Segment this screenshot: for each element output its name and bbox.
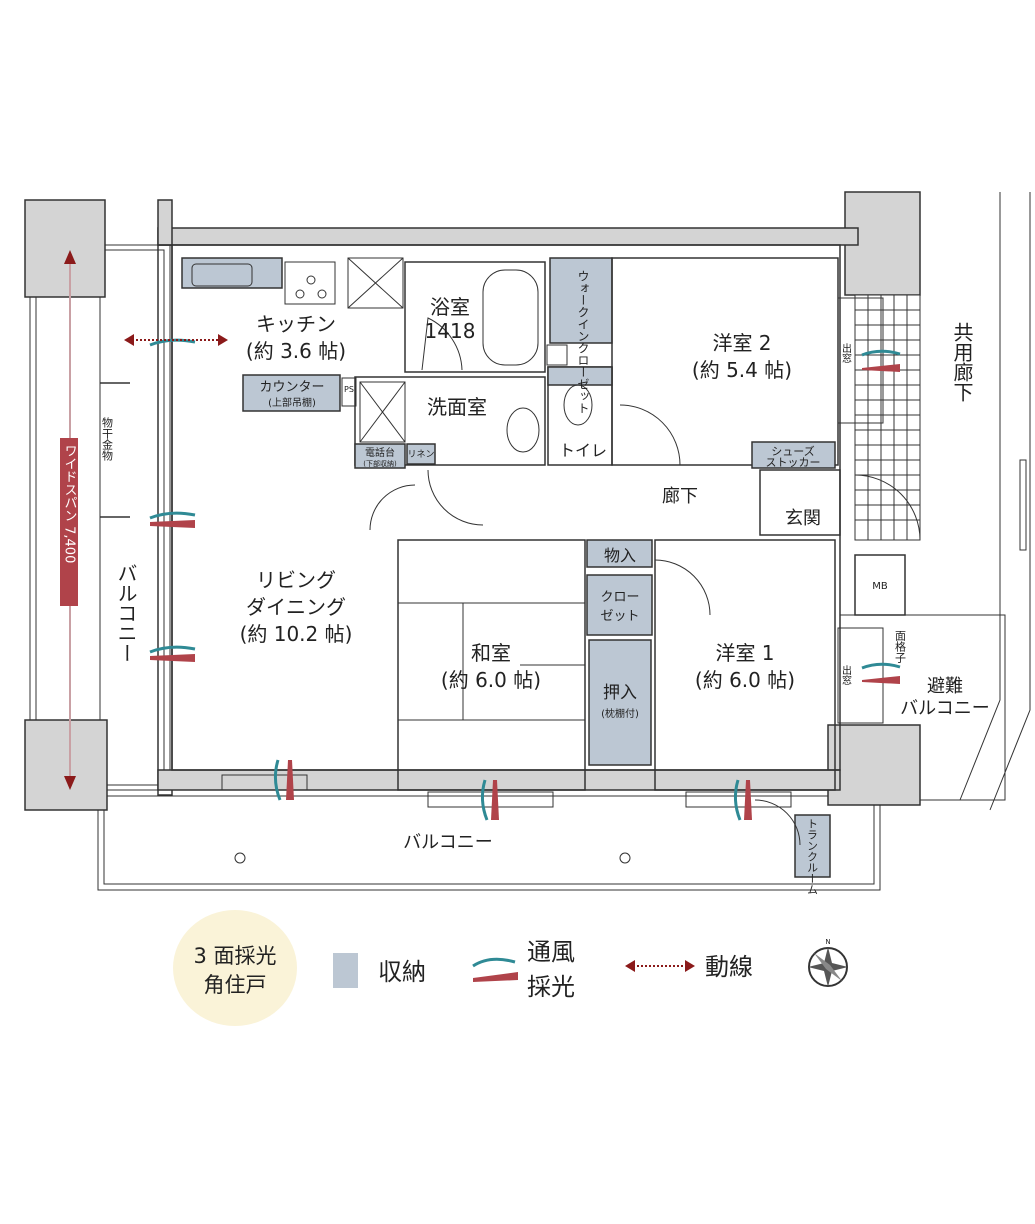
western2-size: (約 5.4 帖) bbox=[692, 358, 792, 382]
western2-label: 洋室 2 bbox=[712, 331, 771, 355]
left-balcony bbox=[29, 244, 171, 791]
closet-label-1: クロー bbox=[600, 590, 639, 605]
windows bbox=[221, 297, 884, 808]
counter-label: カウンター bbox=[259, 380, 324, 395]
legend: 3 面採光 角住戸 収納 通風 採光 動線 N bbox=[173, 910, 848, 1026]
counter-sub: (上部吊棚) bbox=[268, 396, 316, 409]
living-size: (約 10.2 帖) bbox=[240, 622, 353, 646]
wide-span-label: ワイドスパン 7,400 bbox=[62, 444, 78, 563]
storage bbox=[586, 539, 653, 568]
phone-stand-label: 電話台 bbox=[365, 446, 395, 459]
closet-label-2: ゼット bbox=[600, 609, 639, 624]
entrance-label: 玄関 bbox=[785, 508, 821, 529]
bottom-balcony-label: バルコニー bbox=[403, 832, 493, 853]
linen-label: リネン bbox=[407, 449, 434, 460]
lattice-label: 面格子 bbox=[894, 630, 907, 663]
phone-stand-sub: (下部収納) bbox=[363, 459, 397, 468]
storage-swatch bbox=[333, 953, 358, 988]
shoe-stocker bbox=[751, 441, 836, 469]
entrance-tiles bbox=[854, 294, 921, 541]
flow-arrow bbox=[124, 334, 228, 346]
wind-light-markers bbox=[149, 338, 901, 821]
oshiire-label: 押入 bbox=[603, 683, 637, 703]
hallway-label: 廊下 bbox=[662, 486, 698, 507]
legend-flow: 動線 bbox=[705, 953, 753, 981]
bay-window-label-1: 出窓 bbox=[840, 664, 852, 685]
trunk-room-label: トランクルーム bbox=[806, 818, 819, 895]
wind-icon bbox=[472, 957, 516, 968]
evac-balcony-label-1: 避難 bbox=[927, 676, 963, 697]
shoe-stocker-label-1: シューズ bbox=[771, 444, 814, 458]
column bbox=[24, 199, 106, 298]
living-label-2: ダイニング bbox=[246, 595, 346, 619]
badge-line-2: 角住戸 bbox=[204, 973, 267, 997]
ps-label: PS bbox=[344, 385, 354, 394]
bath-size: 1418 bbox=[425, 319, 476, 343]
kitchen-label: キッチン bbox=[256, 312, 336, 336]
living-label-1: リビング bbox=[256, 568, 336, 592]
kitchen-size: (約 3.6 帖) bbox=[246, 339, 346, 363]
legend-storage: 収納 bbox=[378, 958, 426, 986]
walk-in-closet bbox=[546, 257, 613, 366]
shared-corridor-label: 共用廊下 bbox=[950, 322, 974, 402]
western1-label: 洋室 1 bbox=[715, 641, 774, 665]
shared-corridor-lines bbox=[839, 192, 1031, 811]
toilet-label: トイレ bbox=[559, 441, 607, 460]
column bbox=[24, 719, 108, 811]
bath-label: 浴室 bbox=[430, 295, 470, 319]
bay-window-label-2: 出窓 bbox=[840, 342, 852, 363]
washitsu-label: 和室 bbox=[471, 641, 511, 665]
wide-span-indicator: ワイドスパン 7,400 bbox=[60, 250, 78, 790]
svg-text:N: N bbox=[825, 938, 830, 946]
badge-line-1: 3 面採光 bbox=[193, 944, 276, 968]
top-wall bbox=[157, 227, 859, 246]
doors bbox=[369, 404, 921, 846]
compass-icon: N bbox=[808, 938, 848, 987]
kitchen bbox=[181, 257, 404, 412]
washroom bbox=[354, 376, 546, 469]
storage-label: 物入 bbox=[604, 546, 636, 565]
legend-wind: 通風 bbox=[527, 938, 575, 966]
legend-light: 採光 bbox=[527, 973, 575, 1001]
shoe-stocker-label-2: ストッカー bbox=[766, 456, 821, 469]
walkin-closet-label: ウォークインクローゼット bbox=[576, 270, 590, 414]
evac-balcony-label-2: バルコニー bbox=[900, 698, 990, 719]
light-icon bbox=[473, 972, 518, 982]
oshiire-sub: (枕棚付) bbox=[601, 707, 639, 720]
flow-arrow-icon bbox=[625, 960, 635, 972]
washroom-label: 洗面室 bbox=[427, 395, 487, 419]
closet bbox=[586, 574, 653, 636]
column bbox=[827, 724, 921, 806]
oshiire bbox=[588, 639, 652, 766]
western1-size: (約 6.0 帖) bbox=[695, 668, 795, 692]
western-room-1 bbox=[654, 539, 836, 791]
meter-box bbox=[854, 554, 906, 616]
mb-label: MB bbox=[872, 581, 888, 592]
drying-hardware-label: 物干金物 bbox=[101, 416, 114, 461]
bathroom bbox=[404, 261, 546, 373]
counter bbox=[242, 374, 341, 412]
washitsu-size: (約 6.0 帖) bbox=[441, 668, 541, 692]
left-balcony-label: バルコニー bbox=[114, 563, 138, 663]
trunk-room bbox=[794, 814, 831, 878]
entrance bbox=[759, 469, 841, 536]
